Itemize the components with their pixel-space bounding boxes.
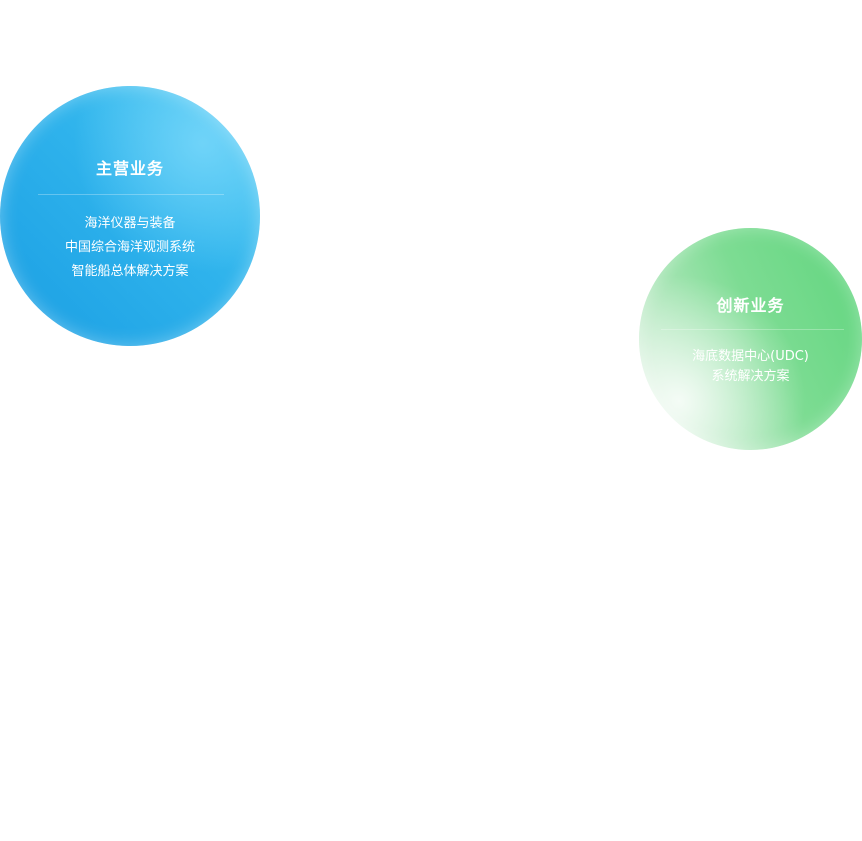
main-business-item: 智能船总体解决方案 — [71, 264, 189, 279]
main-business-divider — [38, 194, 224, 195]
innovation-business-item: 海底数据中心(UDC) — [692, 349, 809, 364]
innovation-business-bubble[interactable]: 创新业务 海底数据中心(UDC) 系统解决方案 — [639, 228, 862, 450]
main-business-item: 中国综合海洋观测系统 — [64, 240, 195, 255]
main-business-item: 海洋仪器与装备 — [84, 216, 176, 231]
innovation-business-item: 系统解决方案 — [711, 369, 790, 384]
innovation-business-divider — [661, 329, 844, 330]
main-business-bubble[interactable]: 主营业务 海洋仪器与装备 中国综合海洋观测系统 智能船总体解决方案 — [0, 86, 260, 346]
innovation-business-title: 创新业务 — [716, 296, 785, 315]
main-business-list: 海洋仪器与装备 中国综合海洋观测系统 智能船总体解决方案 — [0, 212, 260, 284]
innovation-business-list: 海底数据中心(UDC) 系统解决方案 — [639, 347, 862, 387]
main-business-title: 主营业务 — [95, 159, 164, 178]
